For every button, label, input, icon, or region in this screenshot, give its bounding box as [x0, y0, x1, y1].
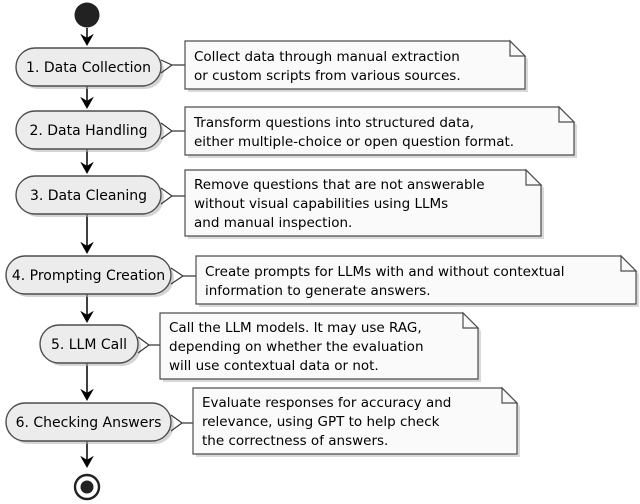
activity-1-label: 1. Data Collection [26, 60, 151, 76]
note-5[interactable] [159, 312, 479, 380]
activity-3[interactable] [15, 175, 162, 215]
note-2-fold [558, 105, 576, 123]
activity-4-label: 4. Prompting Creation [12, 268, 165, 284]
activity-1[interactable] [15, 47, 162, 87]
link-2 [160, 122, 185, 140]
note-5-line-1: Call the LLM models. It may use RAG, [169, 320, 422, 336]
activity-5-label: 5. LLM Call [51, 337, 127, 353]
note-1-fold [509, 39, 527, 57]
note-1[interactable] [184, 40, 526, 90]
activity-6-label: 6. Checking Answers [16, 415, 162, 431]
note-5-line-3: will use contextual data or not. [169, 358, 379, 374]
activity-5[interactable] [39, 324, 139, 364]
note-4-fold [620, 254, 638, 272]
note-3-fold [525, 168, 543, 186]
note-3-line-2: without visual capabilities using LLMs [194, 196, 448, 212]
note-1-line-1: Collect data through manual extraction [194, 49, 460, 65]
step-4: 4. Prompting Creation Create prompts for… [5, 254, 639, 307]
note-2-line-1: Transform questions into structured data… [193, 115, 474, 131]
note-6-line-3: the correctness of answers. [202, 433, 388, 449]
step-1: 1. Data Collection Collect data through … [15, 39, 528, 92]
step-6: 6. Checking Answers Evaluate responses f… [5, 386, 520, 457]
note-2[interactable] [184, 106, 575, 156]
step-2: 2. Data Handling Transform questions int… [15, 105, 577, 158]
link-5 [137, 336, 160, 354]
note-3-line-3: and manual inspection. [194, 215, 352, 231]
note-4-line-2: information to generate answers. [205, 283, 431, 299]
start-node [74, 2, 100, 28]
note-3[interactable] [184, 169, 542, 237]
end-node [73, 473, 101, 501]
activity-6[interactable] [5, 402, 172, 442]
note-3-line-1: Remove questions that are not answerable [194, 177, 485, 193]
link-3 [160, 187, 185, 205]
note-1-line-2: or custom scripts from various sources. [194, 68, 461, 84]
note-6-line-2: relevance, using GPT to help check [202, 414, 440, 430]
note-6-line-1: Evaluate responses for accuracy and [202, 395, 451, 411]
end-node-core [80, 480, 94, 494]
activity-3-label: 3. Data Cleaning [30, 188, 147, 204]
note-6[interactable] [192, 387, 518, 455]
activity-4[interactable] [5, 255, 172, 295]
step-3: 3. Data Cleaning Remove questions that a… [15, 168, 544, 239]
note-2-line-2: either multiple-choice or open question … [194, 134, 514, 150]
link-6 [170, 414, 193, 432]
step-5: 5. LLM Call Call the LLM models. It may … [39, 311, 481, 382]
note-5-fold [462, 311, 480, 329]
note-4-line-1: Create prompts for LLMs with and without… [205, 264, 565, 280]
link-4 [170, 267, 196, 285]
link-1 [160, 59, 185, 74]
activity-2[interactable] [15, 110, 162, 150]
note-4[interactable] [195, 255, 637, 305]
activity-2-label: 2. Data Handling [29, 123, 147, 139]
note-5-line-2: depending on whether the evaluation [169, 339, 424, 355]
note-6-fold [501, 386, 519, 404]
